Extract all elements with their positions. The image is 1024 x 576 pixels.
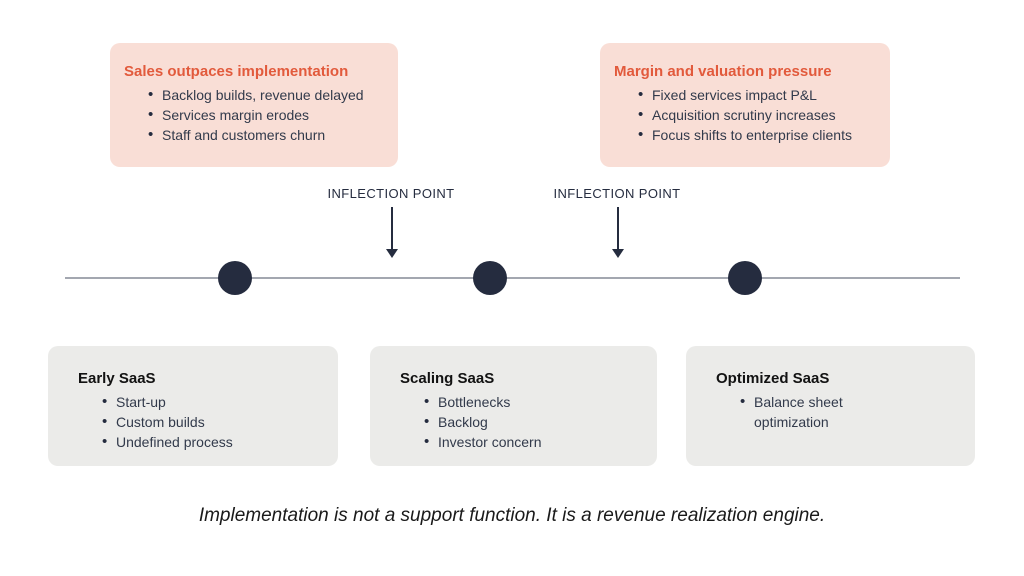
stage-early-saas: Early SaaS Start-up Custom builds Undefi… [48, 346, 338, 466]
timeline-node [473, 261, 507, 295]
stage-bullet: Balance sheet optimization [740, 392, 870, 432]
stage-bullet-list: Balance sheet optimization [716, 392, 963, 432]
stage-title: Optimized SaaS [716, 370, 830, 387]
stage-scaling-saas: Scaling SaaS Bottlenecks Backlog Investo… [370, 346, 657, 466]
arrow-down-icon [609, 207, 627, 259]
stage-bullet: Undefined process [102, 432, 326, 452]
callout-bullet: Focus shifts to enterprise clients [638, 125, 876, 145]
stage-bullet: Start-up [102, 392, 326, 412]
callout-bullet-list: Fixed services impact P&L Acquisition sc… [614, 85, 876, 145]
arrow-head [386, 249, 398, 258]
callout-bullet: Staff and customers churn [148, 125, 384, 145]
callout-bullet-list: Backlog builds, revenue delayed Services… [124, 85, 384, 145]
stage-bullet-list: Start-up Custom builds Undefined process [78, 392, 326, 452]
arrow-shaft [391, 207, 393, 249]
arrow-shaft [617, 207, 619, 249]
stage-title: Early SaaS [78, 370, 156, 387]
callout-bullet: Acquisition scrutiny increases [638, 105, 876, 125]
arrow-head [612, 249, 624, 258]
stage-bullet: Backlog [424, 412, 645, 432]
inflection-point-label: INFLECTION POINT [327, 186, 455, 201]
callout-sales-outpaces: Sales outpaces implementation Backlog bu… [110, 43, 398, 167]
stage-bullet: Investor concern [424, 432, 645, 452]
callout-margin-pressure: Margin and valuation pressure Fixed serv… [600, 43, 890, 167]
stage-bullet: Custom builds [102, 412, 326, 432]
timeline-node [218, 261, 252, 295]
timeline-node [728, 261, 762, 295]
callout-bullet: Services margin erodes [148, 105, 384, 125]
footer-quote: Implementation is not a support function… [198, 505, 826, 526]
timeline-line [65, 277, 960, 279]
inflection-point-label: INFLECTION POINT [553, 186, 681, 201]
stage-bullet: Bottlenecks [424, 392, 645, 412]
stage-bullet-list: Bottlenecks Backlog Investor concern [400, 392, 645, 452]
stage-optimized-saas: Optimized SaaS Balance sheet optimizatio… [686, 346, 975, 466]
stage-title: Scaling SaaS [400, 370, 495, 387]
arrow-down-icon [383, 207, 401, 259]
callout-title: Sales outpaces implementation [124, 63, 349, 80]
callout-title: Margin and valuation pressure [614, 63, 832, 80]
callout-bullet: Fixed services impact P&L [638, 85, 876, 105]
callout-bullet: Backlog builds, revenue delayed [148, 85, 384, 105]
